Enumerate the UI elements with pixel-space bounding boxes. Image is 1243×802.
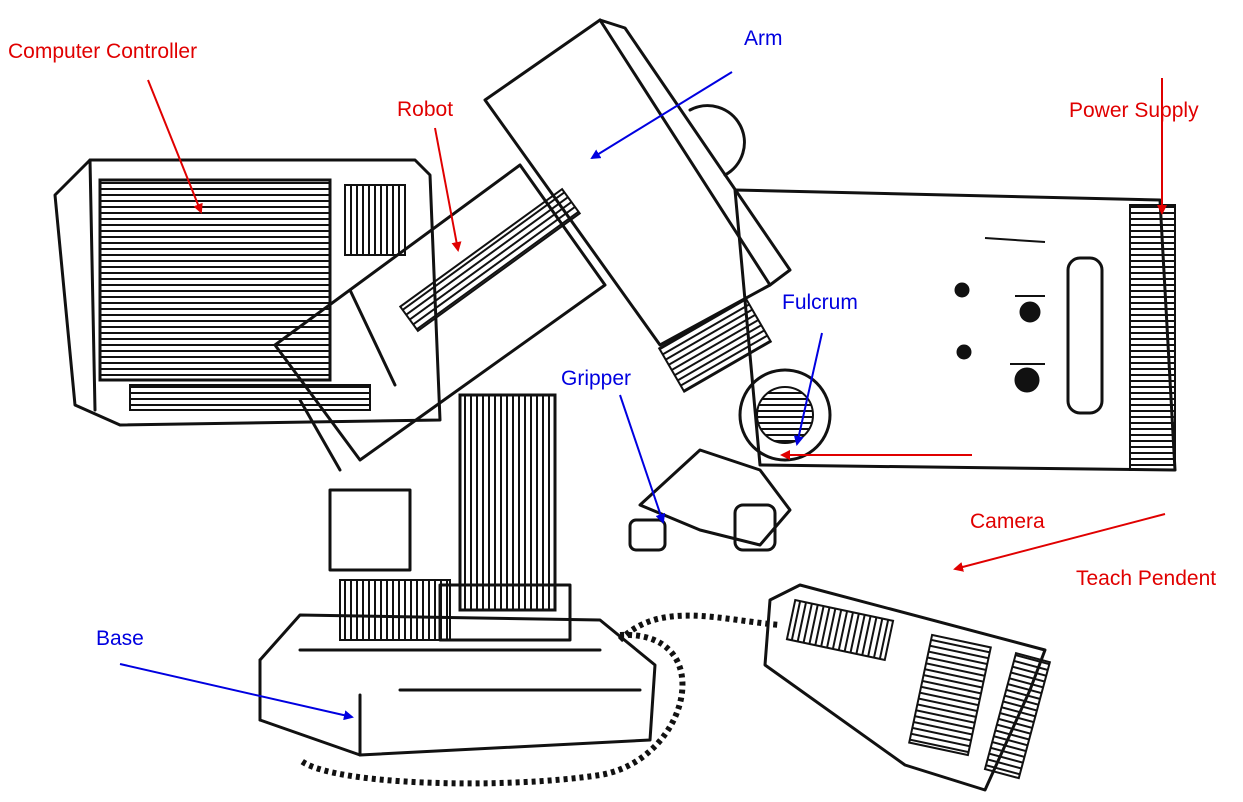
label-robot: Robot [397, 99, 453, 120]
label-gripper: Gripper [561, 368, 631, 389]
label-base: Base [96, 628, 144, 649]
teach-pendent-drawing [765, 585, 1050, 790]
label-fulcrum: Fulcrum [782, 292, 858, 313]
computer-controller-drawing [55, 160, 440, 425]
label-power-supply: Power Supply [1069, 100, 1199, 121]
arm-drawing [485, 20, 790, 392]
column-drawing [330, 395, 570, 640]
label-teach-pendent: Teach Pendent [1076, 568, 1216, 589]
pendent-cable [620, 616, 780, 640]
label-arm: Arm [744, 28, 783, 49]
label-computer-controller: Computer Controller [8, 41, 197, 62]
label-camera: Camera [970, 511, 1045, 532]
fulcrum-drawing [740, 370, 830, 460]
